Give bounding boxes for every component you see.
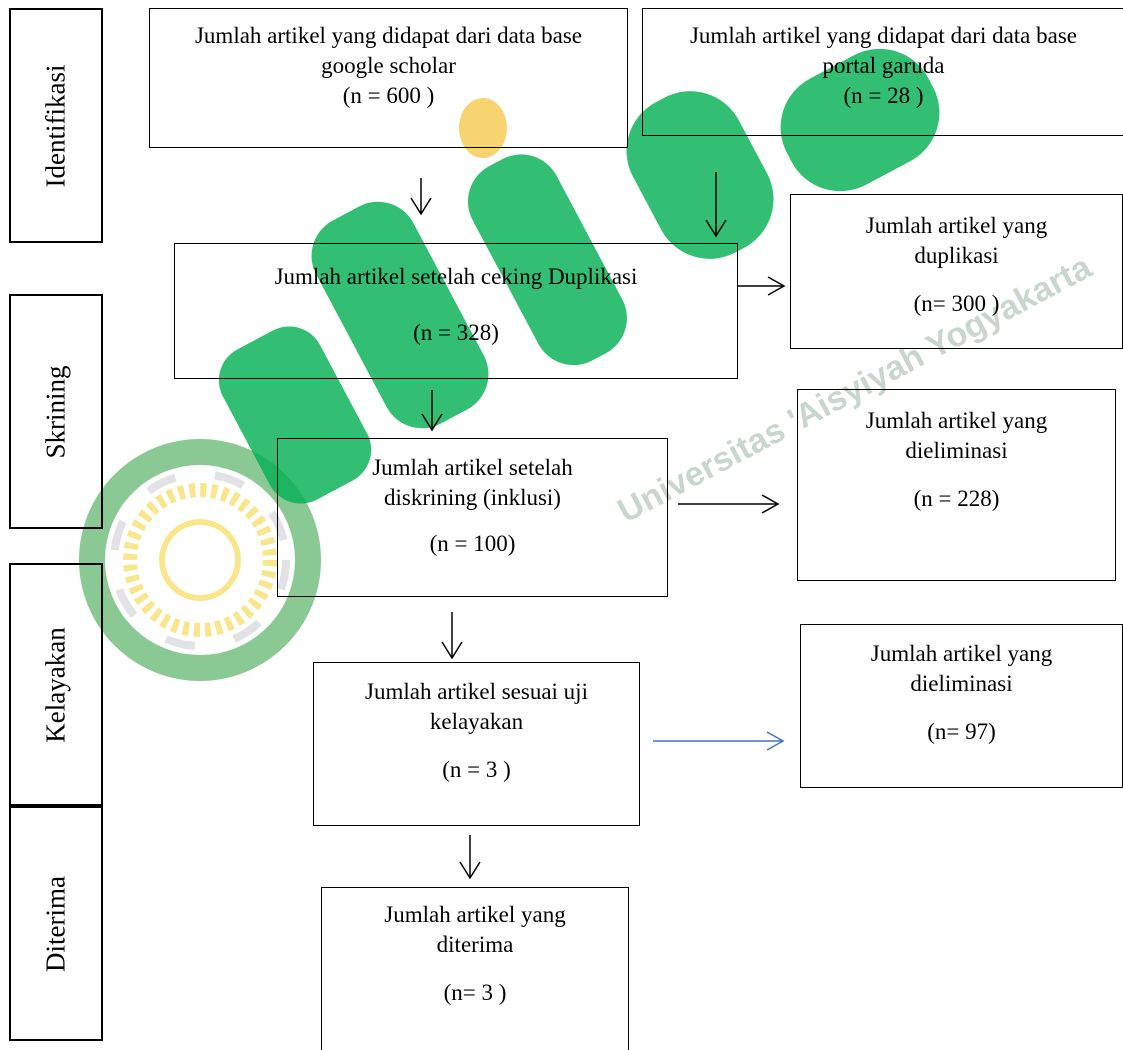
stage-label: Skrining bbox=[40, 364, 71, 459]
box-text: Jumlah artikel yang didapat dari data ba… bbox=[194, 23, 583, 78]
box-google-scholar: Jumlah artikel yang didapat dari data ba… bbox=[149, 8, 628, 148]
stage-label: Kelayakan bbox=[40, 626, 71, 743]
box-count: (n = 328) bbox=[413, 320, 499, 345]
box-text: Jumlah artikel yang duplikasi bbox=[865, 213, 1048, 268]
stage-label: Identifikasi bbox=[40, 64, 71, 187]
box-count: (n = 228) bbox=[913, 486, 1000, 511]
box-duplicates: Jumlah artikel yang duplikasi (n= 300 ) bbox=[790, 194, 1123, 349]
box-eliminated-screening: Jumlah artikel yang dieliminasi (n = 228… bbox=[797, 389, 1116, 581]
arrow-down-to-eligible bbox=[441, 612, 463, 660]
box-text: Jumlah artikel yang didapat dari data ba… bbox=[689, 23, 1078, 78]
stage-label: Diterima bbox=[40, 875, 71, 972]
university-seal-icon bbox=[79, 439, 321, 681]
box-text: Jumlah artikel setelah diskrining (inklu… bbox=[372, 455, 573, 510]
arrow-down-scholar bbox=[410, 178, 432, 216]
box-count: (n = 100) bbox=[429, 531, 516, 556]
arrow-right-eliminated2 bbox=[653, 731, 785, 751]
stage-kelayakan: Kelayakan bbox=[9, 563, 103, 806]
box-portal-garuda: Jumlah artikel yang didapat dari data ba… bbox=[642, 8, 1123, 136]
box-text: Jumlah artikel yang diterima bbox=[384, 902, 566, 957]
box-screened: Jumlah artikel setelah diskrining (inklu… bbox=[277, 438, 668, 597]
box-eligible: Jumlah artikel sesuai uji kelayakan (n =… bbox=[313, 662, 640, 826]
box-eliminated-eligibility: Jumlah artikel yang dieliminasi (n= 97) bbox=[800, 624, 1123, 788]
box-count: (n= 300 ) bbox=[913, 291, 1000, 316]
box-count: (n= 3 ) bbox=[443, 980, 507, 1005]
stage-diterima: Diterima bbox=[9, 806, 103, 1041]
box-text: Jumlah artikel yang dieliminasi bbox=[865, 408, 1048, 463]
stage-identifikasi: Identifikasi bbox=[9, 8, 103, 243]
box-text: Jumlah artikel setelah ceking Duplikasi bbox=[274, 264, 638, 289]
box-count: (n = 600 ) bbox=[342, 83, 435, 108]
box-accepted: Jumlah artikel yang diterima (n= 3 ) bbox=[321, 887, 629, 1050]
arrow-right-eliminated1 bbox=[678, 494, 780, 514]
box-count: (n= 97) bbox=[927, 719, 996, 744]
stage-skrining: Skrining bbox=[9, 294, 103, 529]
arrow-down-garuda bbox=[705, 172, 727, 238]
arrow-down-to-screened bbox=[421, 390, 443, 432]
box-count: (n = 3 ) bbox=[442, 757, 511, 782]
arrow-right-duplicates bbox=[738, 276, 786, 296]
box-count: (n = 28 ) bbox=[843, 83, 924, 108]
box-text: Jumlah artikel yang dieliminasi bbox=[870, 641, 1053, 696]
box-after-duplication: Jumlah artikel setelah ceking Duplikasi … bbox=[174, 243, 738, 379]
box-text: Jumlah artikel sesuai uji kelayakan bbox=[365, 679, 588, 734]
arrow-down-to-accepted bbox=[459, 835, 481, 880]
